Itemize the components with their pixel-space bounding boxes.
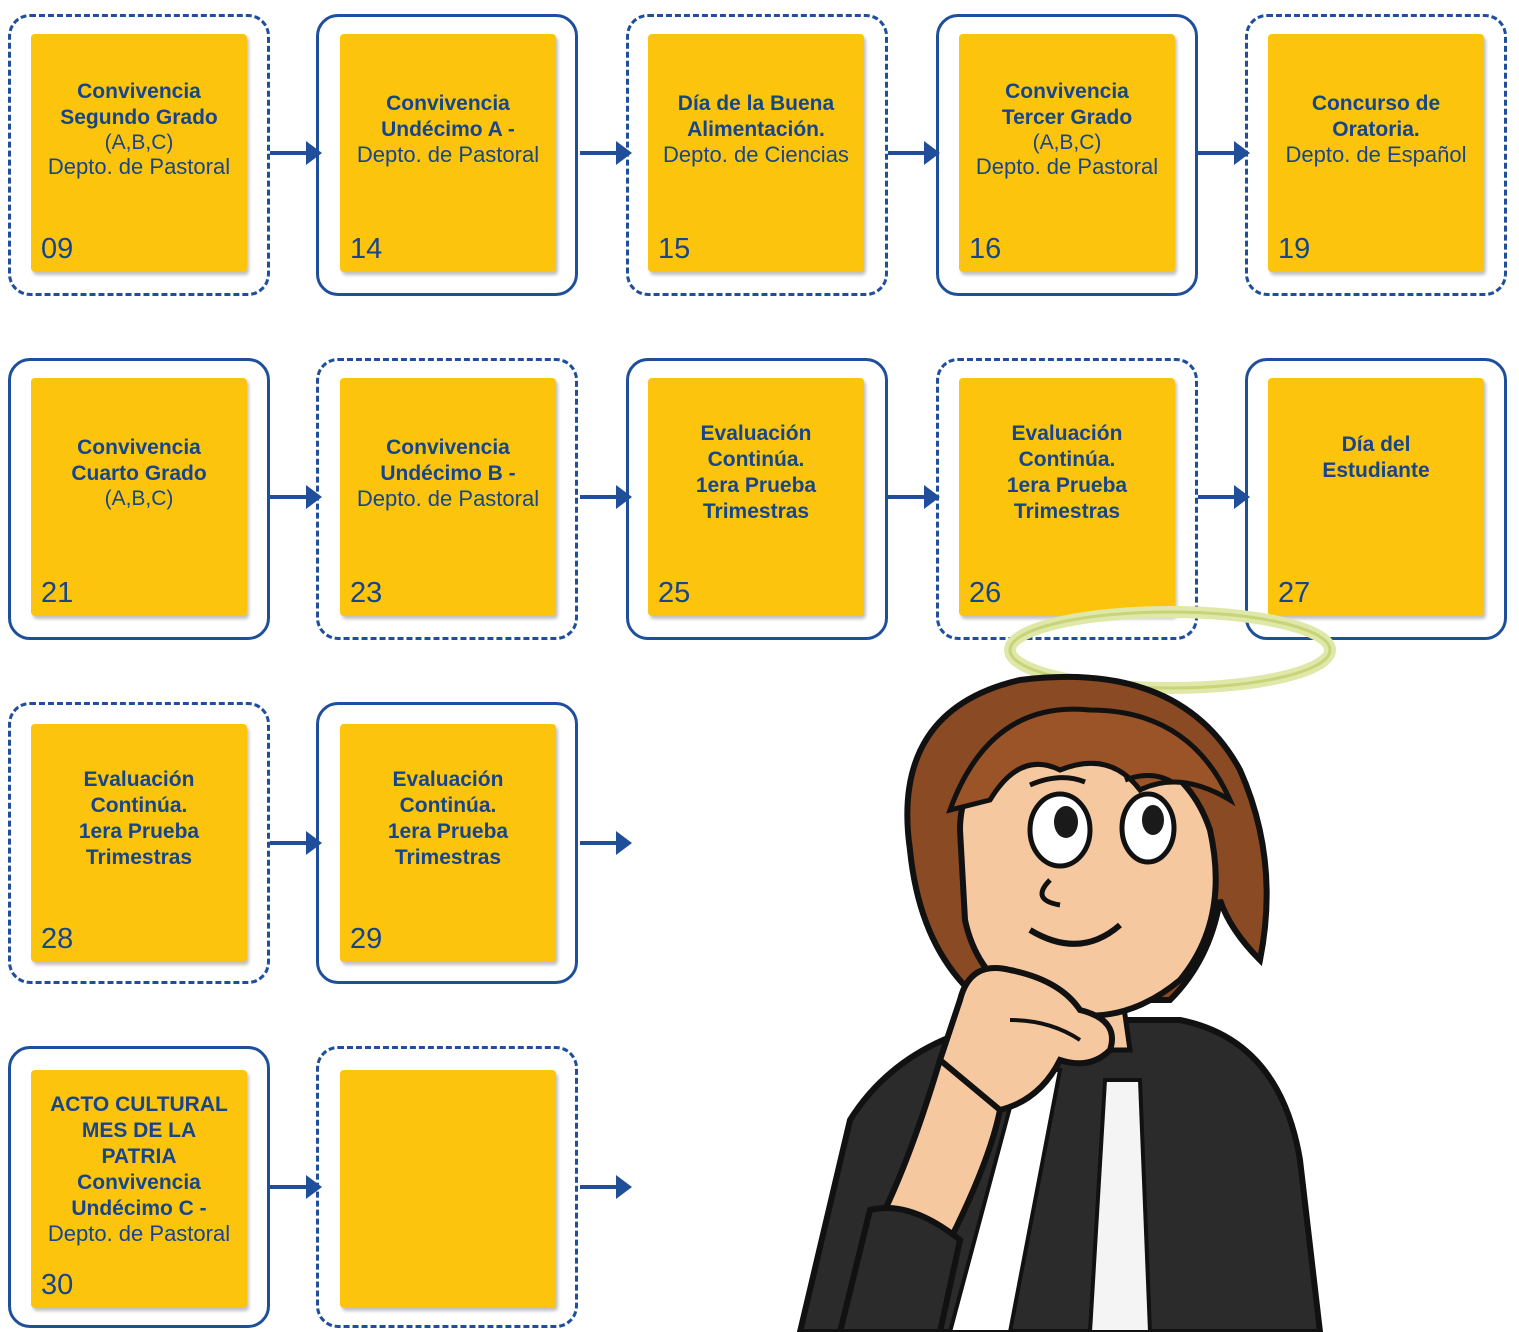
event-day: 21: [41, 577, 74, 609]
event-frame: [936, 14, 1198, 296]
arrow-icon: [580, 141, 632, 165]
event-subtitle: Depto. de Pastoral: [47, 154, 231, 179]
event-day: 19: [1278, 233, 1311, 265]
event-frame: [8, 702, 270, 984]
arrow-icon: [270, 831, 322, 855]
event-day: 16: [969, 233, 1002, 265]
event-card-2: Día de la Buena Alimentación. Depto. de …: [648, 34, 864, 272]
arrow-icon: [270, 485, 322, 509]
event-title: Segundo Grado: [60, 106, 218, 129]
event-day: 30: [41, 1269, 74, 1301]
event-title: Convivencia: [77, 80, 201, 103]
event-subtitle: (A,B,C): [104, 131, 174, 154]
event-card-11: Evaluación Continúa. 1era Prueba Trimest…: [340, 724, 556, 962]
event-card-5: Convivencia Cuarto Grado (A,B,C) 21: [31, 378, 247, 616]
event-day: 09: [41, 233, 74, 265]
event-subtitle: (A,B,C): [104, 487, 174, 510]
event-title: 1era Prueba: [1006, 474, 1128, 497]
arrow-icon: [580, 1175, 632, 1199]
event-title: MES DE LA: [81, 1119, 197, 1142]
event-subtitle: Depto. de Pastoral: [47, 1221, 231, 1246]
event-title: Alimentación.: [687, 118, 825, 141]
event-title: Evaluación: [700, 422, 812, 445]
event-title: Convivencia: [77, 436, 201, 459]
event-title: PATRIA: [101, 1145, 177, 1168]
event-subtitle: Depto. de Ciencias: [663, 142, 849, 167]
event-card-12: ACTO CULTURAL MES DE LA PATRIA Convivenc…: [31, 1070, 247, 1308]
event-subtitle: Depto. de Pastoral: [356, 486, 540, 511]
event-title: Tercer Grado: [1001, 106, 1133, 129]
event-title: Convivencia: [77, 1171, 201, 1194]
event-day: 25: [658, 577, 691, 609]
event-subtitle: Depto. de Pastoral: [975, 154, 1159, 179]
event-card-3: Convivencia Tercer Grado (A,B,C) Depto. …: [959, 34, 1175, 272]
event-card-8: Evaluación Continúa. 1era Prueba Trimest…: [959, 378, 1175, 616]
arrow-icon: [270, 1175, 322, 1199]
arrow-icon: [270, 141, 322, 165]
event-title: Convivencia: [386, 92, 510, 115]
arrow-icon: [888, 485, 940, 509]
event-title: Trimestras: [1013, 500, 1121, 523]
event-day: 29: [350, 923, 383, 955]
event-title: Convivencia: [386, 436, 510, 459]
event-title: Continúa.: [90, 794, 188, 817]
event-title: Undécimo B -: [380, 462, 516, 485]
event-frame: [8, 14, 270, 296]
arrow-icon: [1198, 485, 1250, 509]
event-card-1: Convivencia Undécimo A - Depto. de Pasto…: [340, 34, 556, 272]
event-title: 1era Prueba: [387, 820, 509, 843]
event-day: 27: [1278, 577, 1311, 609]
event-title: Día del: [1341, 433, 1411, 456]
event-title: Trimestras: [394, 846, 502, 869]
arrow-icon: [580, 485, 632, 509]
event-title: ACTO CULTURAL: [50, 1093, 228, 1116]
event-title: 1era Prueba: [78, 820, 200, 843]
event-title: 1era Prueba: [695, 474, 817, 497]
event-title: Día de la Buena: [677, 92, 835, 115]
event-card-9: Día del Estudiante 27: [1268, 378, 1484, 616]
event-title: Continúa.: [707, 448, 805, 471]
event-title: Cuarto Grado: [71, 462, 207, 485]
event-title: Evaluación: [392, 768, 504, 791]
event-card-13: [340, 1070, 556, 1308]
event-subtitle: (A,B,C): [1032, 131, 1102, 154]
event-title: Continúa.: [399, 794, 497, 817]
arrow-icon: [580, 831, 632, 855]
event-frame: [936, 358, 1198, 640]
event-title: Estudiante: [1322, 459, 1430, 482]
event-card-6: Convivencia Undécimo B - Depto. de Pasto…: [340, 378, 556, 616]
event-title: Trimestras: [702, 500, 810, 523]
event-title: Evaluación: [83, 768, 195, 791]
event-title: Undécimo C -: [71, 1197, 207, 1220]
event-card-10: Evaluación Continúa. 1era Prueba Trimest…: [31, 724, 247, 962]
event-title: Trimestras: [85, 846, 193, 869]
event-title: Concurso de: [1311, 92, 1441, 115]
event-subtitle: Depto. de Español: [1285, 142, 1467, 167]
event-card-0: Convivencia Segundo Grado (A,B,C) Depto.…: [31, 34, 247, 272]
mascot-illustration: [796, 606, 1336, 1332]
event-title: Continúa.: [1018, 448, 1116, 471]
event-day: 28: [41, 923, 74, 955]
event-title: Convivencia: [1005, 80, 1129, 103]
event-day: 23: [350, 577, 383, 609]
event-card-4: Concurso de Oratoria. Depto. de Español …: [1268, 34, 1484, 272]
event-card-7: Evaluación Continúa. 1era Prueba Trimest…: [648, 378, 864, 616]
event-day: 14: [350, 233, 383, 265]
event-title: Evaluación: [1011, 422, 1123, 445]
event-subtitle: Depto. de Pastoral: [356, 142, 540, 167]
event-title: Undécimo A -: [381, 118, 515, 141]
arrow-icon: [1198, 141, 1250, 165]
event-title: Oratoria.: [1332, 118, 1420, 141]
event-frame: [8, 358, 270, 640]
arrow-icon: [888, 141, 940, 165]
event-day: 15: [658, 233, 691, 265]
event-day: 26: [969, 577, 1002, 609]
event-frame: [8, 1046, 270, 1328]
